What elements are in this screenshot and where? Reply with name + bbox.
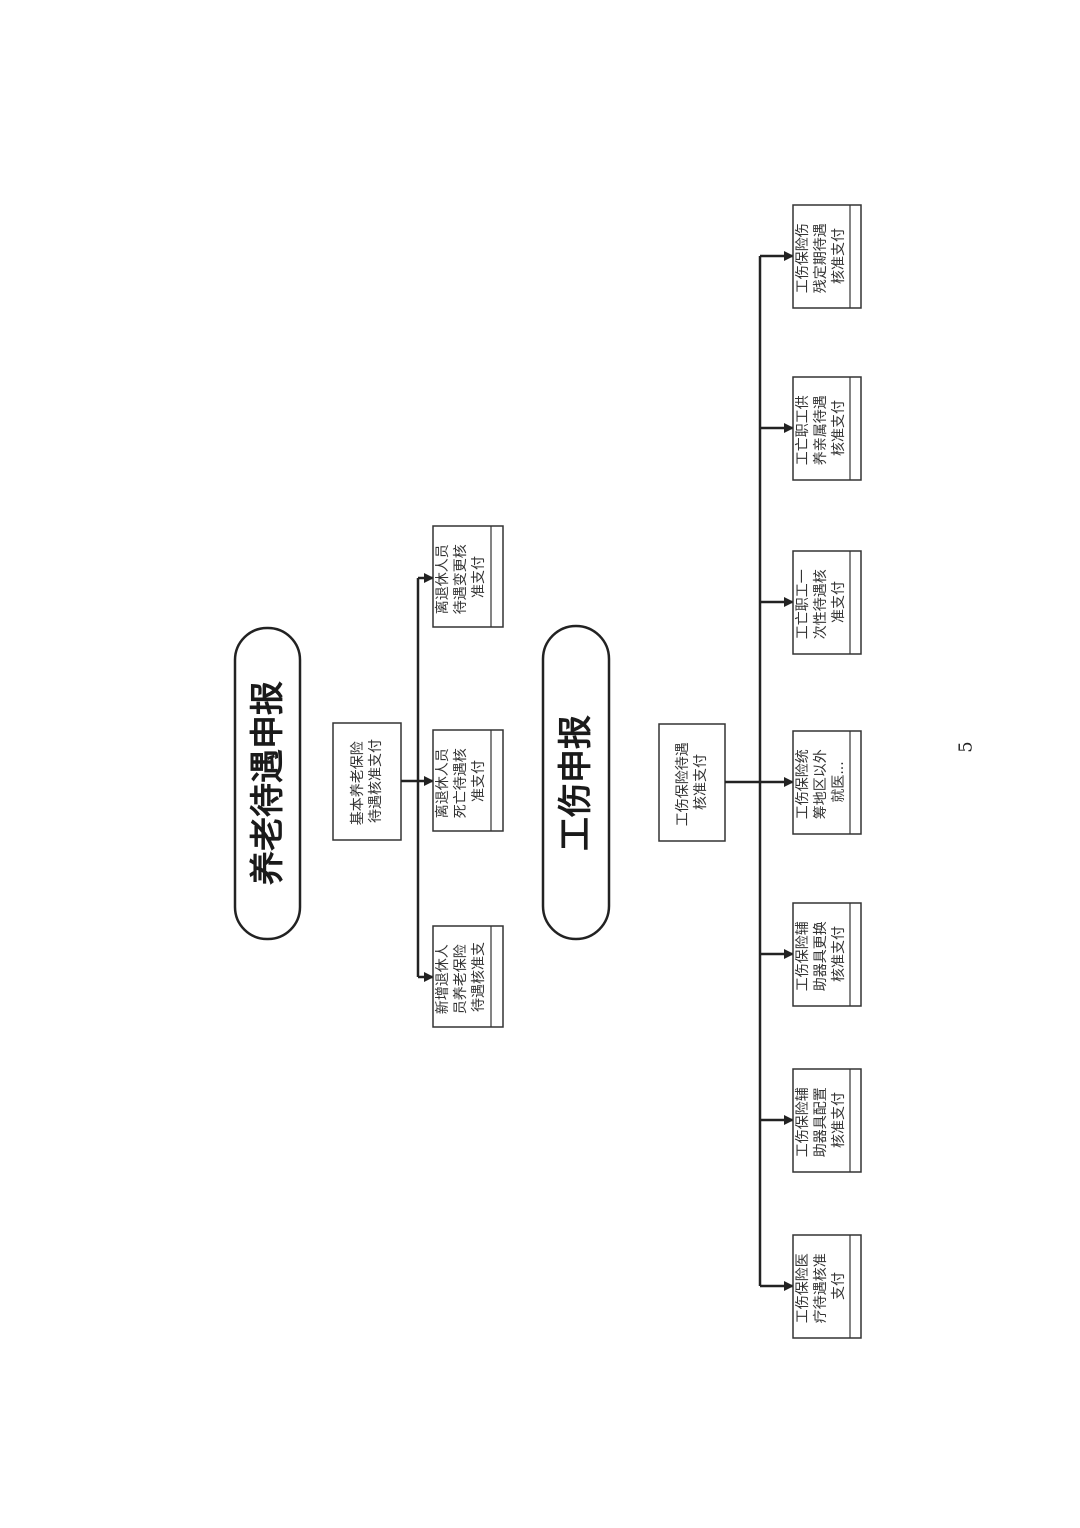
injury-title-pill [541, 624, 611, 941]
injury-child-label: 工亡职工供 养亲属待遇 核准支付 [795, 391, 847, 465]
injury-child-line: 助器具配置 [813, 1087, 829, 1157]
injury-child-line: 工伤保险辅 [795, 921, 811, 991]
pension-section: 养老待遇申报 基本养老保险 待遇核准支付 新增退休人 员养老保险 待遇核准支 离… [233, 525, 504, 1028]
injury-child-line: 核准支付 [831, 400, 847, 456]
injury-child-line: 工亡职工供 [795, 395, 811, 465]
injury-child-label: 工伤保险伤 残定期待遇 核准支付 [795, 219, 847, 293]
injury-root-line: 核准支付 [693, 754, 709, 810]
injury-child-label: 工伤保险医 疗待遇核准 支付 [795, 1249, 847, 1323]
pension-child-box: 新增退休人 员养老保险 待遇核准支 [432, 925, 504, 1028]
page-number: 5 [956, 741, 977, 752]
injury-root-box [658, 723, 726, 842]
injury-child-line: 核准支付 [831, 228, 847, 284]
pension-child-line: 待遇核准支 [471, 942, 487, 1012]
pension-child-line: 离退休人员 [434, 748, 451, 818]
pension-child-label: 新增退休人 员养老保险 待遇核准支 [435, 940, 487, 1014]
injury-child-box: 工伤保险医 疗待遇核准 支付 [792, 1234, 862, 1339]
pension-root-line: 基本养老保险 [349, 741, 366, 825]
injury-child-box: 工伤保险辅 助器具配置 核准支付 [792, 1068, 862, 1173]
pension-child-line: 死亡待遇核 [453, 748, 469, 818]
injury-child-line: 准支付 [831, 581, 847, 623]
injury-child-line: 工伤保险伤 [795, 223, 811, 293]
injury-child-box: 工伤保险辅 助器具更换 核准支付 [792, 902, 862, 1007]
injury-child-box: 工亡职工供 养亲属待遇 核准支付 [792, 376, 862, 481]
pension-child-line: 员养老保险 [453, 944, 469, 1014]
pension-child-label: 离退休人员 待遇变更核 准支付 [434, 540, 487, 614]
injury-child-line: 工伤保险辅 [795, 1087, 811, 1157]
injury-child-line: 工伤保险医 [795, 1253, 811, 1323]
injury-child-line: 工亡职工一 [795, 569, 811, 639]
pension-child-line: 待遇变更核 [453, 544, 469, 614]
pension-child-line: 准支付 [471, 760, 487, 802]
pension-child-line: 准支付 [471, 556, 487, 598]
pension-child-box: 离退休人员 死亡待遇核 准支付 [432, 729, 504, 832]
injury-child-line: 养亲属待遇 [813, 395, 829, 465]
pension-child-label: 离退休人员 死亡待遇核 准支付 [434, 744, 487, 818]
injury-child-line: 核准支付 [831, 926, 847, 982]
injury-child-box: 工伤保险伤 残定期待遇 核准支付 [792, 204, 862, 309]
injury-child-line: 工伤保险统 [795, 749, 811, 819]
pension-root-label: 基本养老保险 待遇核准支付 [349, 737, 384, 825]
injury-child-box: 工亡职工一 次性待遇核 准支付 [792, 550, 862, 655]
injury-root-line: 工伤保险待遇 [675, 742, 691, 826]
injury-child-line: 残定期待遇 [813, 223, 829, 293]
injury-child-line: 支付 [831, 1272, 847, 1300]
pension-child-line: 离退休人员 [434, 544, 451, 614]
pension-child-line: 新增退休人 [435, 944, 451, 1014]
injury-child-line: 筹地区以外 [812, 749, 829, 819]
pension-child-box: 离退休人员 待遇变更核 准支付 [432, 525, 504, 628]
injury-section: 工伤申报 工伤保险待遇 核准支付 工伤保险医 疗待遇核准 支付 [541, 204, 862, 1339]
injury-root-label: 工伤保险待遇 核准支付 [675, 738, 709, 826]
injury-child-label: 工伤保险辅 助器具更换 核准支付 [795, 917, 847, 991]
injury-child-line: 次性待遇核 [813, 569, 829, 639]
injury-child-line: 助器具更换 [812, 921, 829, 991]
injury-child-label: 工伤保险统 筹地区以外 就医... [795, 745, 847, 819]
injury-title: 工伤申报 [556, 715, 596, 851]
pension-title-pill [233, 626, 302, 941]
pension-root-line: 待遇核准支付 [368, 739, 384, 823]
pension-root-box [332, 722, 402, 841]
injury-child-line: 核准支付 [831, 1092, 847, 1148]
injury-child-label: 工伤保险辅 助器具配置 核准支付 [795, 1083, 847, 1157]
injury-child-line: 就医... [831, 761, 847, 802]
injury-child-line: 疗待遇核准 [813, 1253, 829, 1323]
injury-child-label: 工亡职工一 次性待遇核 准支付 [795, 565, 847, 639]
injury-child-box: 工伤保险统 筹地区以外 就医... [792, 730, 862, 835]
pension-title: 养老待遇申报 [248, 681, 288, 885]
